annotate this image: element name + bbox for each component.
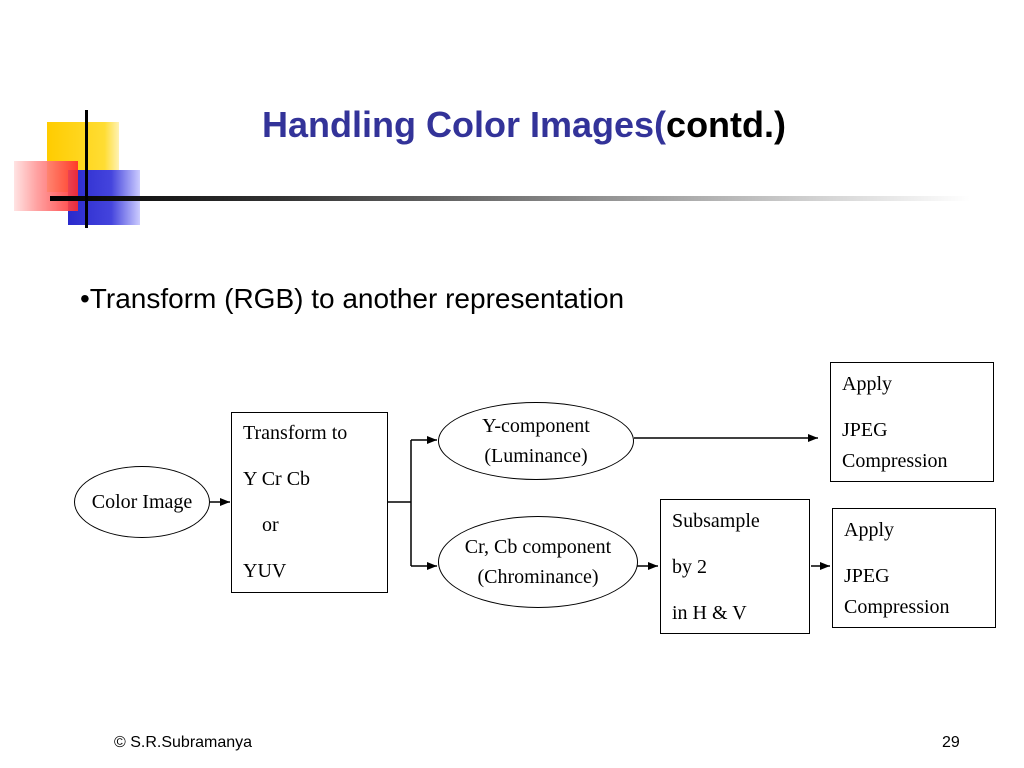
subsample-line-1: Subsample	[672, 510, 760, 532]
page-number: 29	[942, 734, 960, 751]
chrominance-label: (Chrominance)	[477, 566, 599, 588]
y-component-label: Y-component	[482, 415, 590, 437]
apply-top-line-3: Compression	[842, 450, 948, 472]
slide-title: Handling Color Images(contd.)	[262, 104, 786, 146]
apply-jpeg-top-box: Apply JPEG Compression	[830, 362, 994, 482]
transform-line-1: Transform to	[243, 422, 348, 444]
apply-bottom-line-2: JPEG	[844, 565, 890, 587]
vertical-rule	[85, 110, 88, 228]
subsample-box: Subsample by 2 in H & V	[660, 499, 810, 634]
horizontal-rule	[50, 196, 970, 201]
title-suffix: contd.)	[666, 104, 787, 145]
apply-bottom-line-3: Compression	[844, 596, 950, 618]
subsample-line-2: by 2	[672, 556, 707, 578]
crcb-component-oval: Cr, Cb component (Chrominance)	[438, 516, 638, 608]
y-component-oval: Y-component (Luminance)	[438, 402, 634, 480]
footer-copyright: © S.R.Subramanya	[114, 734, 253, 751]
color-image-label: Color Image	[91, 491, 193, 513]
transform-line-3: or	[262, 514, 279, 536]
crcb-component-label: Cr, Cb component	[464, 536, 612, 558]
transform-line-2: Y Cr Cb	[243, 468, 311, 490]
red-square	[14, 161, 78, 211]
apply-top-line-2: JPEG	[842, 419, 888, 441]
apply-jpeg-bottom-box: Apply JPEG Compression	[832, 508, 996, 628]
decorative-logo	[14, 110, 970, 228]
subsample-line-3: in H & V	[672, 602, 747, 624]
transform-box: Transform to Y Cr Cb or YUV	[231, 412, 388, 593]
apply-bottom-line-1: Apply	[844, 519, 894, 541]
bullet-text: •Transform (RGB) to another representati…	[80, 283, 625, 314]
luminance-label: (Luminance)	[484, 445, 588, 467]
transform-line-4: YUV	[243, 560, 287, 582]
title-main: Handling Color Images(	[262, 104, 667, 145]
color-image-oval: Color Image	[74, 466, 210, 538]
apply-top-line-1: Apply	[842, 373, 892, 395]
